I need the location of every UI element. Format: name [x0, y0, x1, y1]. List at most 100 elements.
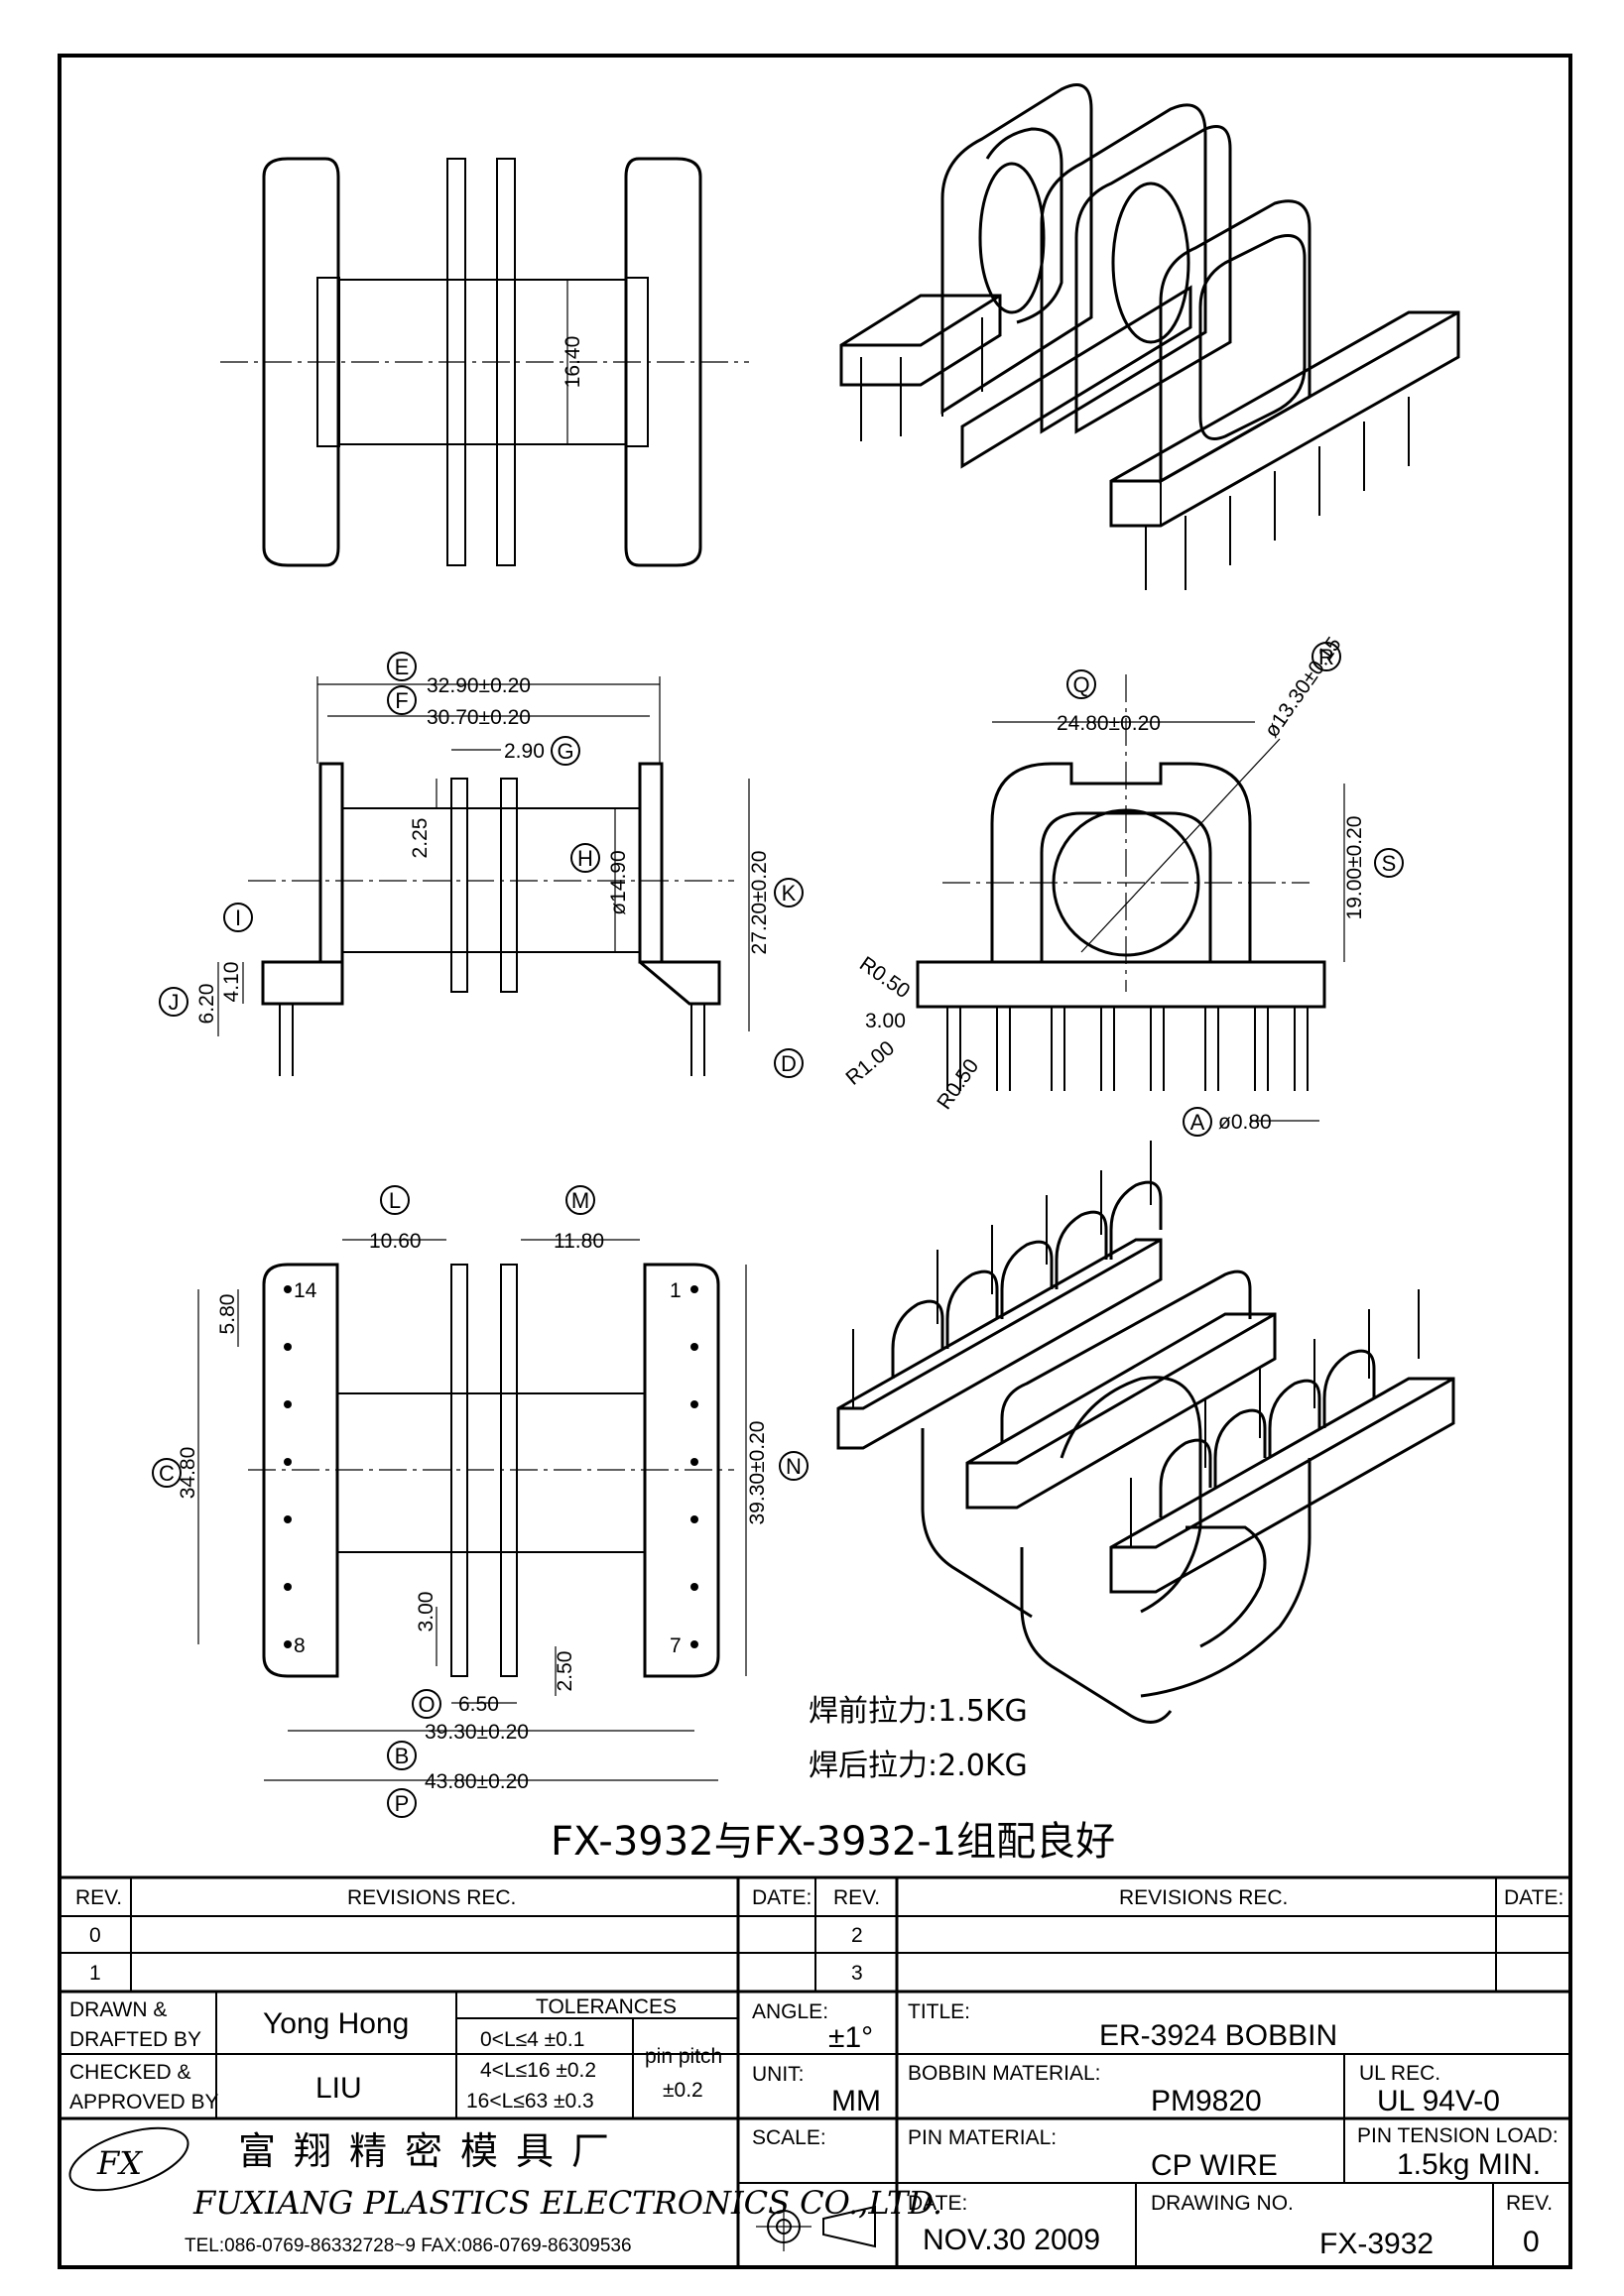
side-view: 24.80±0.20 ø13.30±0.15 19.00±0.20 R0.50 … [841, 633, 1404, 1137]
dim-H: ø14.90 [607, 850, 630, 914]
note-pull-before: 焊前拉力:1.5KG [809, 1694, 1028, 1729]
rev-header-left: REV. [75, 1886, 122, 1909]
callout-B: B [387, 1741, 417, 1770]
callout-I: I [223, 903, 253, 932]
angle-value: ±1° [828, 2021, 873, 2054]
pin-tension-label: PIN TENSION LOAD: [1357, 2124, 1559, 2147]
dim-B: 39.30±0.20 [425, 1721, 529, 1744]
callout-P: P [387, 1788, 417, 1818]
drawn-label: DRAWN & [69, 1998, 167, 2021]
dim-M: 11.80 [554, 1230, 604, 1253]
svg-text:C: C [159, 1461, 175, 1486]
bobbin-material-value: PM9820 [1151, 2085, 1262, 2117]
company-chinese-name: 富翔精密模具厂 [238, 2129, 627, 2173]
callout-O: O [412, 1689, 441, 1719]
dim-O: 6.50 [458, 1693, 499, 1716]
pin-tension-value: 1.5kg MIN. [1397, 2148, 1541, 2181]
svg-text:G: G [557, 739, 573, 764]
callout-E: E [387, 652, 417, 681]
dim-N: 39.30±0.20 [746, 1421, 769, 1525]
ul-label: UL REC. [1359, 2062, 1440, 2085]
svg-text:B: B [395, 1744, 410, 1768]
pin-pitch-label: pin pitch [645, 2045, 722, 2068]
company-contact: TEL:086-0769-86332728~9 FAX:086-0769-863… [185, 2236, 632, 2256]
dim-2-25: 2.25 [409, 818, 432, 859]
date-header-right: DATE: [1504, 1886, 1563, 1909]
revisions-header-right: REVISIONS REC. [1119, 1886, 1288, 1909]
revisions-header-left: REVISIONS REC. [347, 1886, 516, 1909]
pin-7-label: 7 [670, 1634, 682, 1657]
svg-text:J: J [169, 990, 180, 1015]
side-view-pins [946, 1007, 1309, 1091]
callout-J: J [159, 987, 188, 1017]
tolerances-header: TOLERANCES [536, 1995, 677, 2018]
svg-text:O: O [418, 1692, 435, 1717]
dim-I: 4.10 [220, 962, 243, 1003]
rev-header-right: REV. [833, 1886, 880, 1909]
svg-text:K: K [782, 881, 797, 906]
dim-S: 19.00±0.20 [1343, 816, 1366, 920]
callout-C: C [152, 1458, 182, 1488]
svg-text:P: P [395, 1791, 410, 1816]
date-label: DATE: [908, 2192, 967, 2215]
note-pull-after: 焊后拉力:2.0KG [809, 1749, 1028, 1783]
rev-row-3: 3 [851, 1962, 863, 1985]
bobbin-material-label: BOBBIN MATERIAL: [908, 2062, 1101, 2085]
dim-R050-a: R0.50 [855, 952, 914, 1003]
callout-F: F [387, 685, 417, 715]
pin-1-label: 1 [670, 1279, 682, 1302]
title-block [60, 1875, 1570, 2267]
rev-row-1: 1 [89, 1962, 101, 1985]
callout-G: G [551, 736, 580, 766]
callout-S: S [1374, 848, 1404, 878]
svg-text:Q: Q [1072, 672, 1089, 697]
callout-K: K [774, 878, 804, 907]
date-header-left: DATE: [752, 1886, 812, 1909]
svg-text:R: R [1318, 645, 1334, 669]
drafted-label: DRAFTED BY [69, 2028, 201, 2051]
pin-material-label: PIN MATERIAL: [908, 2126, 1057, 2149]
dim-L: 10.60 [369, 1230, 422, 1253]
dim-A: ø0.80 [1218, 1111, 1272, 1134]
tol-row-2: 4<L≤16 ±0.2 [480, 2059, 596, 2082]
svg-text:N: N [786, 1454, 802, 1479]
rev-row-2: 2 [851, 1924, 863, 1947]
callout-L: L [380, 1185, 410, 1215]
unit-label: UNIT: [752, 2063, 805, 2086]
svg-text:I: I [235, 906, 241, 930]
logo-text: FX [96, 2144, 143, 2182]
callout-D: D [774, 1048, 804, 1078]
pin-8-label: 8 [294, 1634, 306, 1657]
checked-value: LIU [315, 2072, 362, 2105]
company-logo: FX [68, 2126, 189, 2192]
drawing-no-value: FX-3932 [1319, 2228, 1434, 2260]
callout-H: H [570, 843, 600, 873]
assembly-note: FX-3932与FX-3932-1组配良好 [551, 1819, 1115, 1865]
dim-pitch: 5.80 [216, 1294, 239, 1335]
pin-pitch-value: ±0.2 [663, 2079, 703, 2102]
callout-Q: Q [1066, 669, 1096, 699]
isometric-view-bottom [836, 1141, 1455, 1724]
ul-value: UL 94V-0 [1377, 2085, 1500, 2117]
dim-K: 27.20±0.20 [748, 851, 771, 955]
dim-R050-b: R0.50 [933, 1055, 983, 1114]
dim-C: 34.80 [177, 1447, 199, 1500]
title-value: ER-3924 BOBBIN [1099, 2019, 1337, 2052]
title-label: TITLE: [908, 2000, 970, 2023]
tol-row-1: 0<L≤4 ±0.1 [480, 2028, 584, 2051]
dim-2-50: 2.50 [554, 1651, 576, 1692]
callout-A: A [1183, 1107, 1212, 1137]
sheet-border [58, 54, 1572, 2269]
top-view: 16.40 [220, 157, 749, 567]
callout-N: N [779, 1451, 809, 1481]
tol-row-3: 16<L≤63 ±0.3 [466, 2090, 594, 2113]
svg-text:M: M [571, 1188, 589, 1213]
svg-text:H: H [577, 846, 593, 871]
pin-material-value: CP WIRE [1151, 2149, 1278, 2182]
scale-label: SCALE: [752, 2126, 826, 2149]
rev-value: 0 [1523, 2226, 1540, 2258]
dim-E: 32.90±0.20 [427, 674, 531, 697]
pin-14-label: 14 [294, 1279, 317, 1302]
svg-text:A: A [1190, 1110, 1205, 1135]
rev-row-0: 0 [89, 1924, 101, 1947]
